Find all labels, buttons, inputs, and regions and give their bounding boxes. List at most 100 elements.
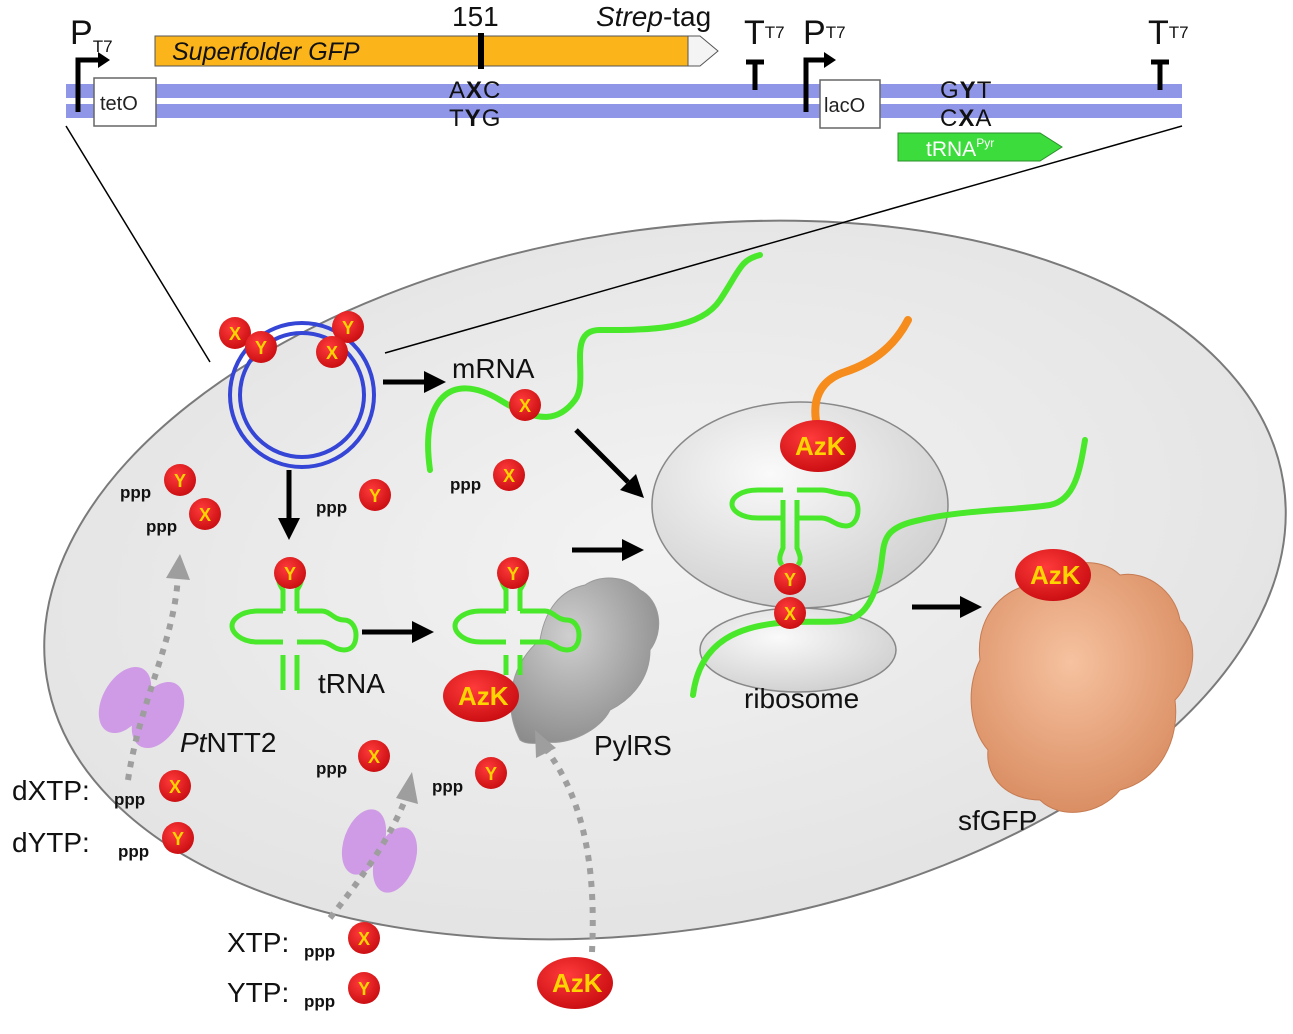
svg-text:Y: Y [172,829,184,849]
plasmid-nucleotide-x-2: X [316,336,348,368]
promoter-label-1: PT7 [70,14,113,56]
trna-in-ribosome [729,487,861,567]
ytp-entry: YTP: ppp Y [227,972,380,1011]
anticodon-top: GYT [940,77,992,104]
svg-text:X: X [229,324,241,344]
azk-in-ribosome: AzK [780,420,856,472]
arrow-translation-head [960,596,982,618]
anticodon-bottom: CXA [940,105,992,132]
codon-bottom: TYG [449,105,501,132]
gene-construct: PT7 tetO Superfolder GFP 151 Strep-tag A… [66,1,1189,162]
svg-text:Y: Y [784,570,796,590]
svg-text:ppp: ppp [304,992,335,1011]
trna-label: tRNA [318,668,385,699]
transporter-upper [98,666,185,749]
svg-text:ppp: ppp [120,483,151,502]
teto-label: tetO [100,93,138,115]
svg-text:dXTP:: dXTP: [12,775,90,806]
arrow-mrna-to-ribosome [574,428,630,484]
dytp-entry: dYTP: ppp Y [12,822,194,861]
gfp-label: Superfolder GFP [172,38,360,66]
arrow-charging-head [412,621,434,643]
gfp-gene [154,33,719,69]
svg-text:Y: Y [369,486,381,506]
svg-text:YTP:: YTP: [227,977,289,1008]
ribosome-codon-x: X [774,597,806,629]
svg-text:Y: Y [358,979,370,999]
svg-text:X: X [503,466,515,486]
trna-anticodon-y-1: Y [274,557,306,589]
svg-text:X: X [358,929,370,949]
laco-label: lacO [824,95,865,117]
promoter-arrow-2 [803,52,836,112]
position-label: 151 [452,1,499,32]
terminator-symbol-2 [1151,59,1169,90]
import-arrow-ntp [327,772,418,920]
sfgfp-protein [970,562,1194,813]
arrow-trna-to-ribosome-head [622,539,644,561]
ribosome-label: ribosome [744,683,859,714]
codon-top: AXC [449,77,501,104]
ppp-x-upper-left: ppp X [146,498,221,536]
plasmid-nucleotide-x-1: X [219,317,251,349]
laco-box [819,79,881,129]
ribosome-anticodon-y: Y [774,563,806,595]
mrna-label: mRNA [452,353,535,384]
cell-body [43,219,1287,941]
terminator-label-1: TT7 [744,14,785,52]
arrow-transcription-head [424,371,446,393]
transporter-label: PtNTT2 [180,727,276,758]
promoter-arrow-1 [75,52,110,112]
svg-text:ppp: ppp [146,517,177,536]
ppp-y-center: ppp Y [316,479,391,517]
trna-gene-arrow [897,132,1063,162]
terminator-symbol-1 [746,59,764,90]
svg-text:X: X [169,777,181,797]
mrna-strand [425,252,763,473]
svg-text:Y: Y [255,338,267,358]
svg-text:Y: Y [174,471,186,491]
svg-text:ppp: ppp [118,842,149,861]
trna-anticodon-y-2: Y [497,557,529,589]
strep-tag-label: Strep-tag [596,1,711,32]
svg-text:ppp: ppp [304,942,335,961]
azk-on-trna: AzK [443,670,519,722]
svg-text:ppp: ppp [450,475,481,494]
svg-text:AzK: AzK [1030,560,1081,590]
mrna-on-ribosome [690,437,1088,698]
azk-outside: AzK [537,957,613,1009]
ppp-y-upper-left: ppp Y [120,464,196,502]
svg-text:ppp: ppp [316,759,347,778]
promoter-label-2: PT7 [803,14,846,52]
svg-text:Y: Y [507,564,519,584]
svg-text:Y: Y [284,564,296,584]
svg-text:X: X [519,396,531,416]
arrow-trna-transcription-head [278,518,300,540]
plasmid-nucleotide-y-2: Y [332,311,364,343]
plasmid [228,321,376,469]
teto-box [93,77,157,127]
pylrs-label: PylRS [594,730,672,761]
import-arrow-dntp [125,554,190,781]
svg-text:XTP:: XTP: [227,927,289,958]
ppp-x-center: ppp X [450,459,525,494]
zoom-line-left [65,125,211,363]
dxtp-entry: dXTP: ppp X [12,770,191,809]
arrow-mrna-to-ribosome-head [620,474,644,498]
zoom-line-right [384,125,1183,354]
trna-gene-label: tRNAPyr [926,136,994,161]
mrna-nucleotide-x: X [509,389,541,421]
svg-text:AzK: AzK [795,431,846,461]
sfgfp-label: sfGFP [958,805,1037,836]
xtp-entry: XTP: ppp X [227,922,380,961]
svg-text:X: X [784,604,796,624]
svg-text:X: X [199,505,211,525]
terminator-label-2: TT7 [1148,14,1189,52]
svg-text:ppp: ppp [316,498,347,517]
svg-text:Y: Y [485,764,497,784]
svg-text:AzK: AzK [552,968,603,998]
